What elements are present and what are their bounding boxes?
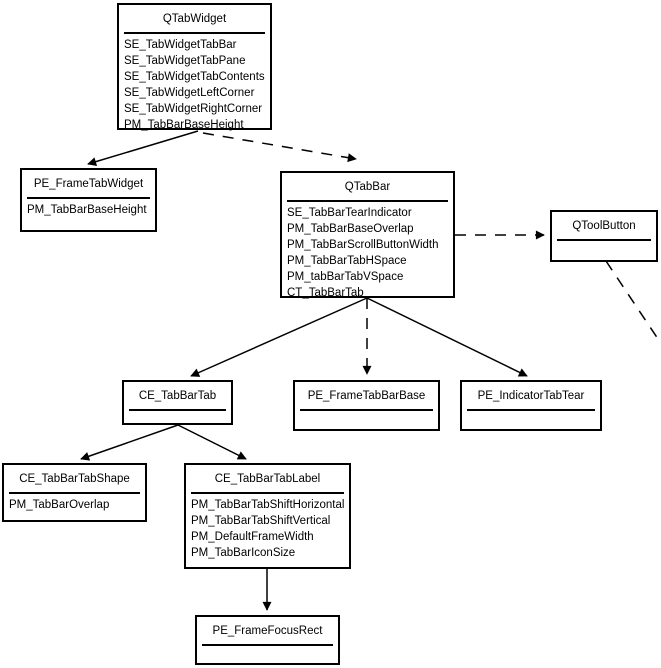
node-qtabwidget-items: SE_TabWidgetTabBar SE_TabWidgetTabPane S… xyxy=(119,34,270,133)
node-item: SE_TabWidgetRightCorner xyxy=(124,103,263,115)
node-pe-indicatortabtear-title: PE_IndicatorTabTear xyxy=(477,390,585,402)
node-item: PM_TabBarBaseOverlap xyxy=(287,223,414,235)
node-ce-tabbartablabel-title: CE_TabBarTabLabel xyxy=(214,473,321,485)
node-qtabwidget-title: QTabWidget xyxy=(162,13,227,25)
node-qtabbar-separator xyxy=(287,200,448,202)
node-item: SE_TabBarTearIndicator xyxy=(287,207,412,219)
node-ce-tabbartablabel-separator xyxy=(191,492,344,494)
edge-qtoolbutton-offcanvas xyxy=(605,260,659,340)
edge-ce-tabbartab-ce-tabbartabshape xyxy=(80,424,179,461)
node-ce-tabbartablabel-items: PM_TabBarTabShiftHorizontal PM_TabBarTab… xyxy=(186,494,349,561)
node-item: PM_TabBarBaseHeight xyxy=(27,204,147,216)
node-item: PM_TabBarTabShiftVertical xyxy=(191,515,331,527)
edge-qtabwidget-pe-frametabwidget xyxy=(87,130,199,166)
node-item: PM_DefaultFrameWidth xyxy=(191,531,314,543)
node-item: PM_TabBarOverlap xyxy=(9,499,110,511)
node-pe-frametabbarbase: PE_FrameTabBarBase xyxy=(293,380,440,431)
node-pe-framefocusrect: PE_FrameFocusRect xyxy=(195,615,340,665)
node-ce-tabbartab-title: CE_TabBarTab xyxy=(138,390,217,402)
node-item: PM_TabBarTabShiftHorizontal xyxy=(191,499,345,511)
node-pe-frametabwidget-items: PM_TabBarBaseHeight xyxy=(22,199,155,218)
node-qtabbar: QTabBar SE_TabBarTearIndicator PM_TabBar… xyxy=(280,171,455,301)
edge-qtabwidget-qtabbar xyxy=(202,132,357,163)
node-item: SE_TabWidgetTabContents xyxy=(124,71,265,83)
node-item: SE_TabWidgetLeftCorner xyxy=(124,87,255,99)
node-pe-framefocusrect-title: PE_FrameFocusRect xyxy=(212,625,323,637)
node-qtoolbutton: QToolButton xyxy=(550,210,658,262)
node-pe-framefocusrect-separator xyxy=(202,644,333,646)
node-item: PM_TabBarBaseHeight xyxy=(124,119,244,131)
node-pe-frametabwidget-separator xyxy=(27,197,150,199)
node-pe-frametabwidget-title: PE_FrameTabWidget xyxy=(33,178,144,190)
node-item: PM_tabBarTabVSpace xyxy=(287,271,404,283)
edge-qtabbar-ce-tabbartab xyxy=(190,297,368,377)
edge-qtabbar-pe-indicatortabtear xyxy=(366,297,528,377)
node-item: CT_TabBarTab xyxy=(287,287,364,299)
node-qtabwidget: QTabWidget SE_TabWidgetTabBar SE_TabWidg… xyxy=(117,3,272,133)
node-item: SE_TabWidgetTabBar xyxy=(124,39,237,51)
node-qtabbar-title: QTabBar xyxy=(344,181,391,193)
node-item: PM_TabBarScrollButtonWidth xyxy=(287,239,439,251)
node-ce-tabbartablabel: CE_TabBarTabLabel PM_TabBarTabShiftHoriz… xyxy=(184,463,351,569)
node-pe-frametabbarbase-title: PE_FrameTabBarBase xyxy=(307,390,426,402)
edge-ce-tabbartab-ce-tabbartablabel xyxy=(177,424,247,460)
node-pe-frametabbarbase-separator xyxy=(300,409,433,411)
node-pe-indicatortabtear: PE_IndicatorTabTear xyxy=(460,380,602,431)
node-pe-indicatortabtear-separator xyxy=(467,409,595,411)
node-ce-tabbartabshape: CE_TabBarTabShape PM_TabBarOverlap xyxy=(2,463,147,522)
node-qtabbar-items: SE_TabBarTearIndicator PM_TabBarBaseOver… xyxy=(282,202,453,301)
node-pe-frametabwidget: PE_FrameTabWidget PM_TabBarBaseHeight xyxy=(20,168,157,232)
node-ce-tabbartab-separator xyxy=(129,409,226,411)
node-qtoolbutton-title: QToolButton xyxy=(572,220,636,232)
node-qtabwidget-separator xyxy=(124,32,265,34)
node-item: PM_TabBarTabHSpace xyxy=(287,255,407,267)
node-ce-tabbartabshape-separator xyxy=(9,492,140,494)
node-item: PM_TabBarIconSize xyxy=(191,547,296,559)
node-item: SE_TabWidgetTabPane xyxy=(124,55,246,67)
node-ce-tabbartabshape-title: CE_TabBarTabShape xyxy=(19,473,130,485)
node-qtoolbutton-separator xyxy=(557,239,651,241)
node-ce-tabbartab: CE_TabBarTab xyxy=(122,380,233,425)
node-ce-tabbartabshape-items: PM_TabBarOverlap xyxy=(4,494,145,513)
